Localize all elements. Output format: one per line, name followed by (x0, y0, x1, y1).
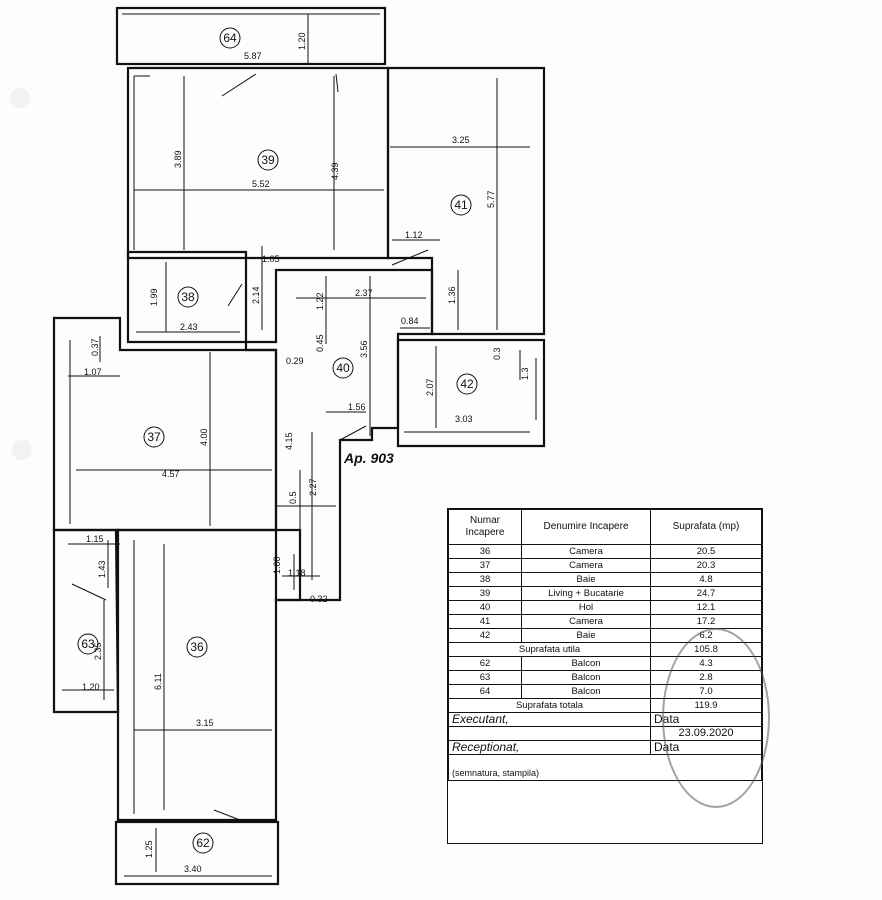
dim-label: 1.36 (447, 286, 457, 304)
dim-label: 2.35 (93, 642, 103, 660)
dim-label: 2.37 (355, 288, 373, 298)
room-label-39: 39 (257, 149, 279, 171)
executant-signature-row: 23.09.2020 (448, 726, 762, 741)
dim-label: 0.3 (492, 347, 502, 360)
dim-label: 3.03 (455, 414, 473, 424)
dim-label: 1.00 (272, 556, 282, 574)
room-label-64: 64 (219, 27, 241, 49)
balcony-64-outline (115, 6, 387, 66)
svg-text:63: 63 (81, 637, 95, 651)
executant-row: Executant,Data (448, 712, 762, 727)
dim-label: 2.27 (308, 478, 318, 496)
signature-note-row: (semnatura, stampila) (448, 754, 762, 781)
room-label-42: 42 (456, 373, 478, 395)
dim-label: 0.32 (310, 594, 328, 604)
legend-header-area: Suprafata (mp) (650, 509, 762, 545)
svg-text:64: 64 (223, 31, 237, 45)
receptionat-row: Receptionat,Data (448, 740, 762, 755)
dim-label: 0.37 (90, 338, 100, 356)
room-label-40: 40 (332, 357, 354, 379)
dim-label: 1.20 (82, 682, 100, 692)
dim-label: 1.18 (288, 568, 306, 578)
punch-hole (12, 440, 32, 460)
room-label-62: 62 (192, 832, 214, 854)
room-42-walls (396, 338, 546, 448)
dim-label: 0.5 (288, 491, 298, 504)
dim-label: 3.40 (184, 864, 202, 874)
room-label-36: 36 (186, 636, 208, 658)
room-label-41: 41 (450, 194, 472, 216)
dim-label: 4.39 (330, 162, 340, 180)
room-label-63: 63 (77, 633, 99, 655)
svg-text:62: 62 (196, 836, 210, 850)
dim-label: 2.14 (251, 286, 261, 304)
legend-header-number: Numar Incapere (448, 509, 522, 545)
dim-label: 5.87 (244, 51, 262, 61)
dim-label: 1.22 (315, 292, 325, 310)
dim-label: 2.43 (180, 322, 198, 332)
dim-label: 5.77 (486, 190, 496, 208)
area-legend-table: Numar Incapere Denumire Incapere Suprafa… (447, 508, 763, 844)
dim-label: 0.45 (315, 334, 325, 352)
svg-text:38: 38 (181, 290, 195, 304)
dim-label: 1.43 (97, 560, 107, 578)
room-36-walls (114, 528, 302, 822)
dim-label: 0.84 (401, 316, 419, 326)
dim-label: 0.29 (286, 356, 304, 366)
dim-label: 4.57 (162, 469, 180, 479)
dim-label: 1.25 (144, 840, 154, 858)
dim-label: 4.00 (199, 428, 209, 446)
dim-label: 2.07 (425, 378, 435, 396)
dim-label: 1.99 (149, 288, 159, 306)
dim-label: 1.56 (348, 402, 366, 412)
room-37-walls (52, 316, 278, 532)
svg-text:36: 36 (190, 640, 204, 654)
svg-text:42: 42 (460, 377, 474, 391)
dim-label: 1.15 (86, 534, 104, 544)
apartment-label: Ap. 903 (343, 450, 394, 466)
dim-label: 3.15 (196, 718, 214, 728)
dim-label: 1.07 (84, 367, 102, 377)
room-label-38: 38 (177, 286, 199, 308)
dim-label: 3.25 (452, 135, 470, 145)
dim-label: 1.20 (297, 32, 307, 50)
svg-text:40: 40 (336, 361, 350, 375)
svg-text:37: 37 (147, 430, 161, 444)
dim-label: 1.3 (520, 367, 530, 380)
balcony-63-walls (52, 528, 120, 714)
dim-label: 1.05 (262, 254, 280, 264)
dim-label: 5.52 (252, 179, 270, 189)
dim-label: 3.56 (359, 340, 369, 358)
dim-label: 4.15 (284, 432, 294, 450)
legend-header-name: Denumire Incapere (521, 509, 651, 545)
punch-hole (10, 88, 30, 108)
balcony-62-outline (114, 820, 280, 886)
dim-label: 3.89 (173, 150, 183, 168)
svg-text:41: 41 (454, 198, 468, 212)
dim-label: 1.12 (405, 230, 423, 240)
room-label-37: 37 (143, 426, 165, 448)
svg-text:39: 39 (261, 153, 275, 167)
dim-label: 6.11 (153, 673, 163, 690)
